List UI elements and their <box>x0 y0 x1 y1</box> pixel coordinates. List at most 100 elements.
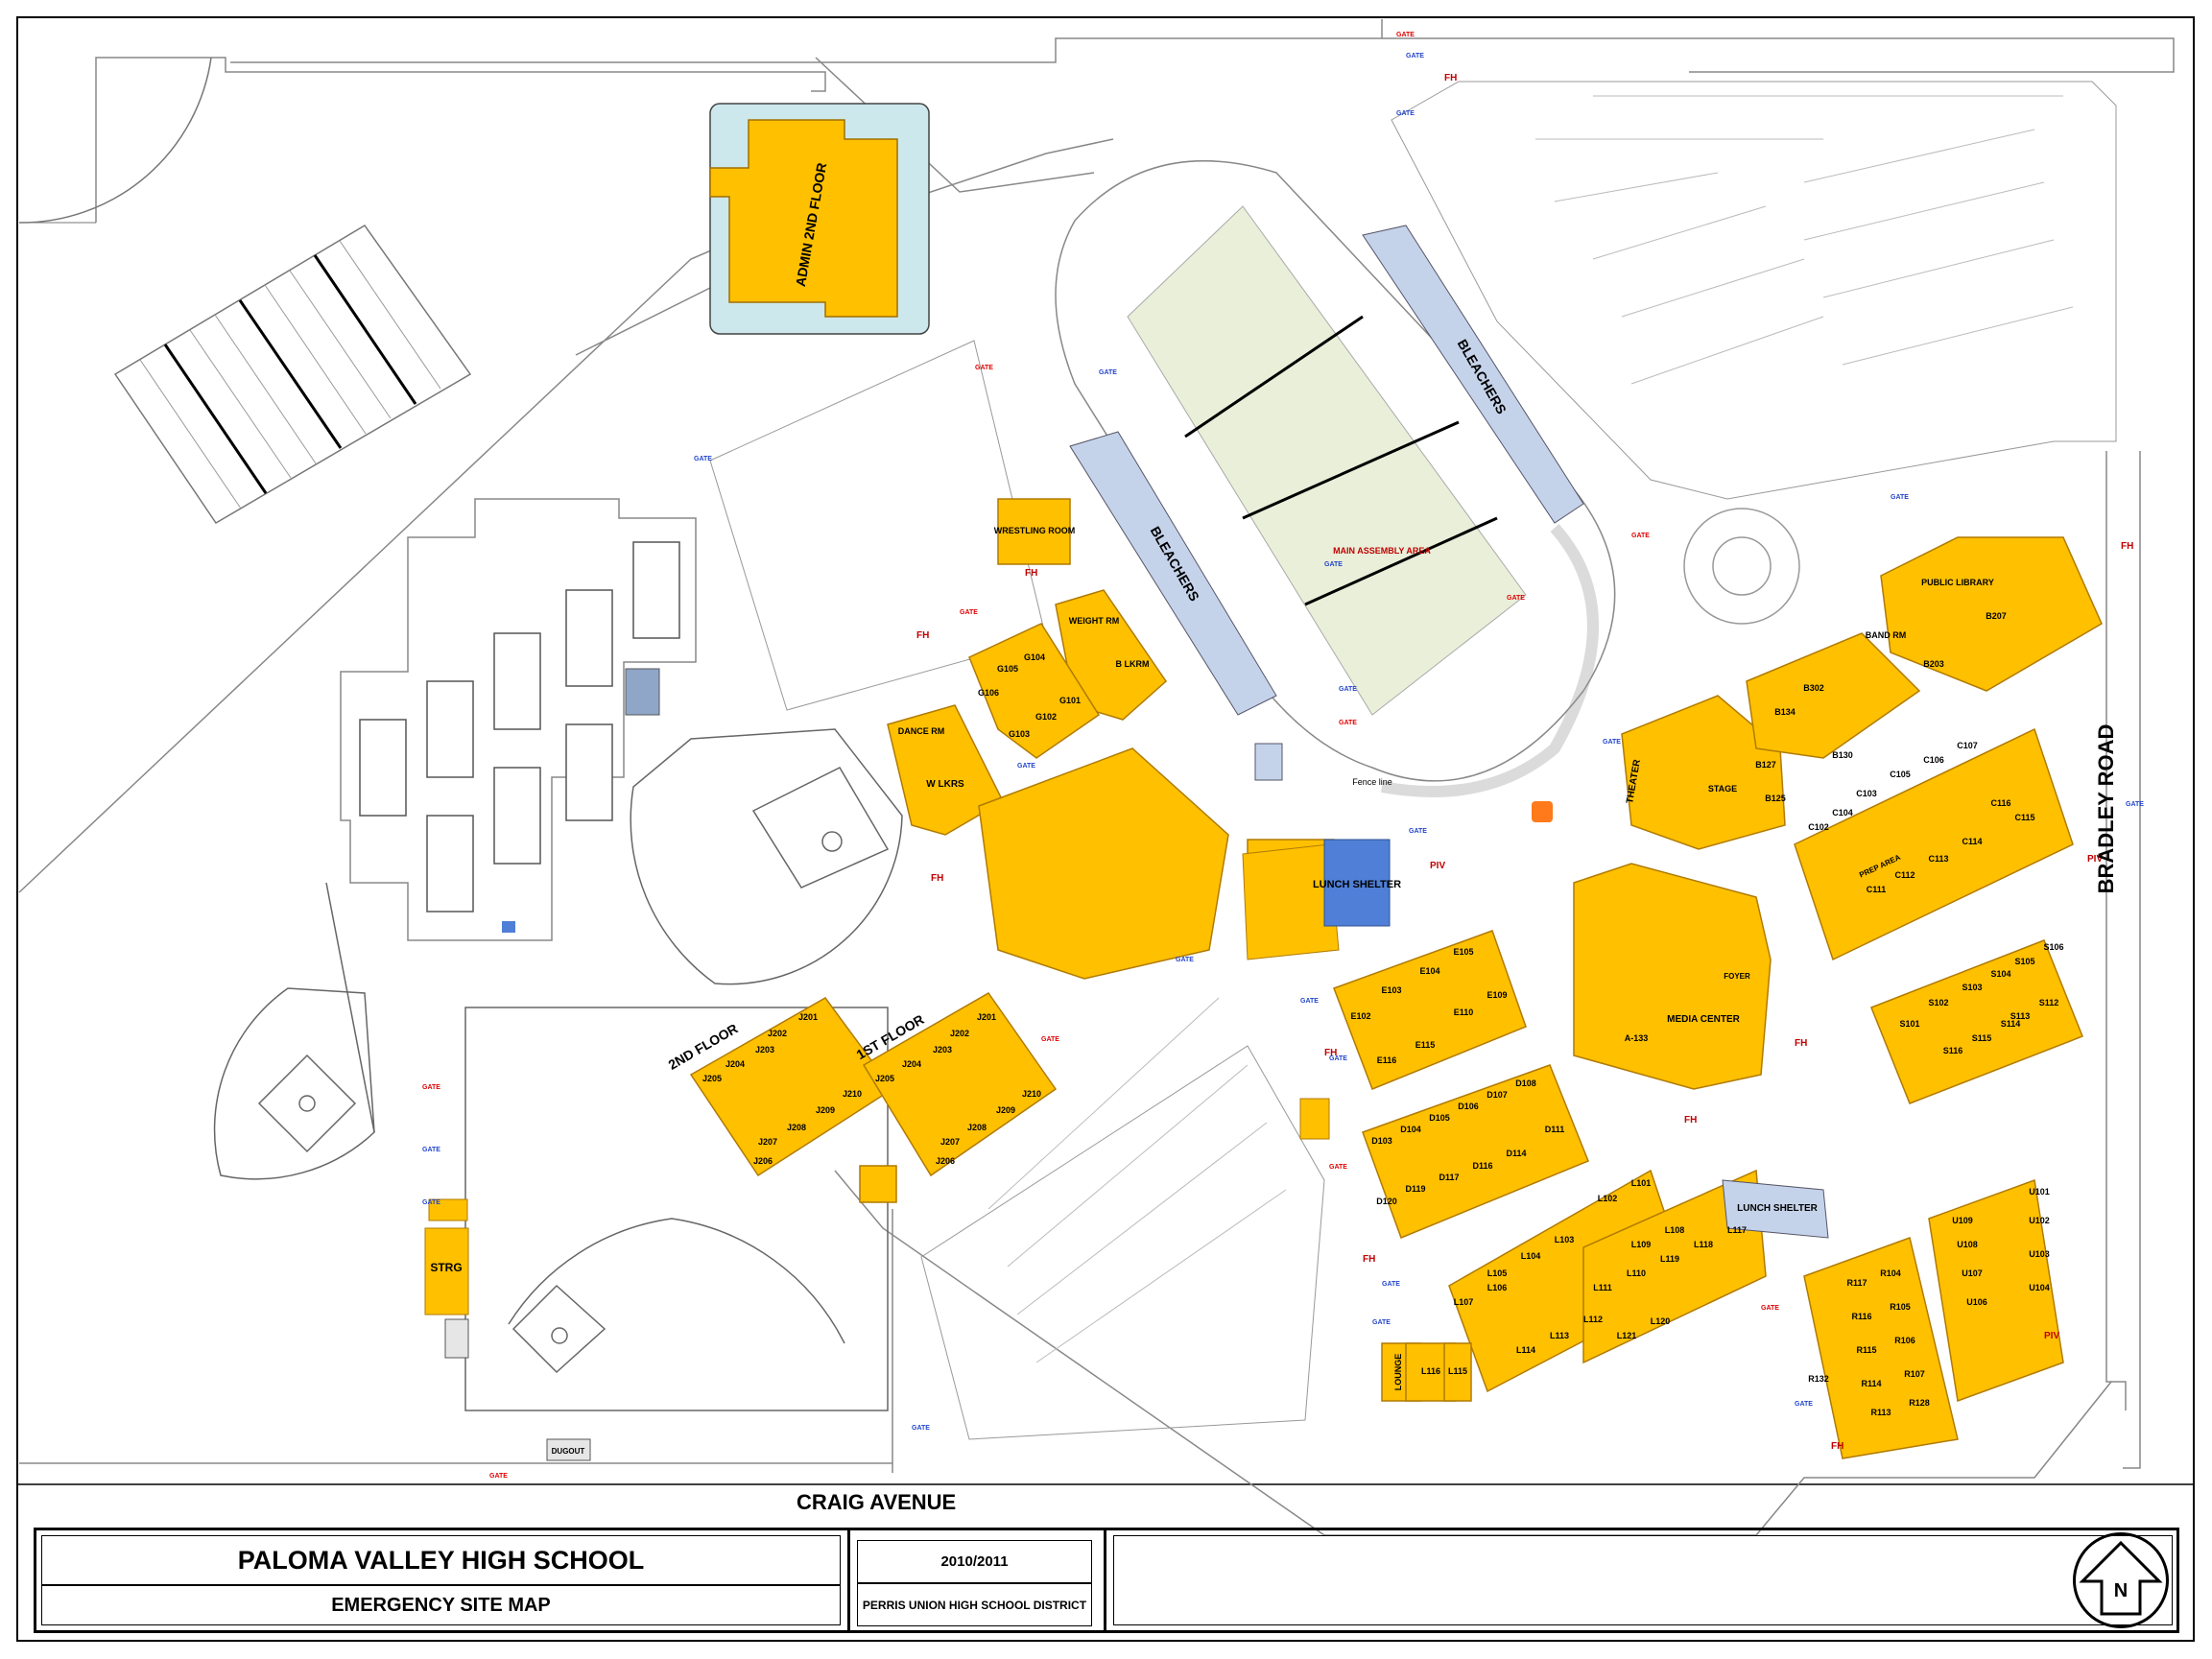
room-label-d120: D120 <box>1376 1197 1397 1206</box>
room-label-c104: C104 <box>1832 808 1853 818</box>
room-label-l102: L102 <box>1598 1194 1618 1203</box>
room-label-d119: D119 <box>1405 1184 1425 1194</box>
fire-hydrant-marker: FH <box>1324 1048 1337 1058</box>
practice-field <box>113 225 472 525</box>
gate-marker: GATE <box>1339 686 1357 693</box>
room-label-r107: R107 <box>1904 1369 1925 1379</box>
gate-marker: GATE <box>1891 494 1909 501</box>
room-label-j202: J202 <box>768 1029 787 1038</box>
room-label-g101: G101 <box>1059 696 1081 705</box>
dance-label: DANCE RM <box>898 726 945 736</box>
foyer-label: FOYER <box>1724 972 1750 981</box>
room-label-c107: C107 <box>1957 741 1978 750</box>
room-label-d104: D104 <box>1400 1125 1421 1134</box>
room-label-e103: E103 <box>1381 985 1401 995</box>
room-label-u107: U107 <box>1962 1268 1983 1278</box>
room-label-d103: D103 <box>1371 1136 1392 1146</box>
room-label-l110: L110 <box>1627 1268 1646 1278</box>
lunch-shelter-2 <box>1722 1179 1829 1239</box>
room-label-l118: L118 <box>1694 1240 1713 1249</box>
gate-marker: GATE <box>1329 1164 1347 1171</box>
room-label-l119: L119 <box>1660 1254 1679 1264</box>
fence-line-label: Fence line <box>1352 777 1392 787</box>
room-label-s112: S112 <box>2039 998 2059 1007</box>
gate-marker: GATE <box>422 1147 440 1153</box>
room-label-r128: R128 <box>1909 1398 1930 1408</box>
gate-marker: GATE <box>1041 1036 1059 1043</box>
room-label-b127: B127 <box>1755 760 1776 770</box>
track-and-field <box>1055 159 1616 797</box>
room-label-l112: L112 <box>1583 1315 1603 1324</box>
gate-marker: GATE <box>1339 720 1357 726</box>
school-name: PALOMA VALLEY HIGH SCHOOL <box>41 1535 841 1585</box>
room-label-g102: G102 <box>1035 712 1057 722</box>
map-border <box>16 16 2195 1642</box>
w-lkrs-label: W LKRS <box>926 779 964 790</box>
room-label-g106: G106 <box>978 688 999 698</box>
room-label-j204: J204 <box>725 1059 745 1069</box>
lounge-label: LOUNGE <box>1393 1354 1403 1391</box>
room-label-j204: J204 <box>902 1059 921 1069</box>
notes-box <box>1113 1535 2173 1625</box>
a133-label: A-133 <box>1625 1033 1649 1043</box>
room-label-j201: J201 <box>977 1012 996 1022</box>
craig-avenue-label: CRAIG AVENUE <box>797 1490 957 1514</box>
room-label-d108: D108 <box>1515 1078 1536 1088</box>
room-label-d107: D107 <box>1487 1090 1508 1100</box>
dugout-label: DUGOUT <box>552 1447 585 1456</box>
room-label-j209: J209 <box>996 1105 1015 1115</box>
room-label-c115: C115 <box>2014 813 2034 822</box>
title-divider-2 <box>1104 1528 1106 1633</box>
room-label-c102: C102 <box>1808 822 1829 832</box>
room-label-l113: L113 <box>1550 1331 1569 1340</box>
fire-hydrant-marker: FH <box>1831 1441 1843 1452</box>
room-label-j202: J202 <box>950 1029 969 1038</box>
gate-marker: GATE <box>422 1084 440 1091</box>
room-label-c106: C106 <box>1923 755 1944 765</box>
gate-marker: GATE <box>1396 32 1415 38</box>
softball-field-left <box>213 882 375 1180</box>
room-label-l105: L105 <box>1487 1268 1508 1278</box>
room-label-u103: U103 <box>2029 1249 2050 1259</box>
room-label-b207: B207 <box>1986 611 2007 621</box>
gate-marker: GATE <box>1176 957 1194 963</box>
room-label-u101: U101 <box>2029 1187 2050 1197</box>
admin-building <box>709 103 930 335</box>
fire-hydrant-marker: FH <box>1363 1254 1375 1265</box>
band-label: BAND RM <box>1866 630 1907 640</box>
bradley-road-label: BRADLEY ROAD <box>2094 723 2118 894</box>
gate-marker: GATE <box>960 609 978 616</box>
gate-marker: GATE <box>694 456 712 462</box>
room-label-e105: E105 <box>1453 947 1473 957</box>
gate-marker: GATE <box>1382 1281 1400 1288</box>
fire-hydrant-marker: FH <box>931 873 943 884</box>
ics-marker <box>1532 801 1553 822</box>
gate-marker: GATE <box>1603 739 1621 746</box>
room-label-b125: B125 <box>1765 794 1786 803</box>
room-label-l107: L107 <box>1454 1297 1474 1307</box>
gate-marker: GATE <box>1324 561 1343 568</box>
gate-marker: GATE <box>1409 828 1427 835</box>
room-label-j203: J203 <box>933 1045 952 1055</box>
room-label-b203: B203 <box>1923 659 1944 669</box>
room-label-j208: J208 <box>967 1123 987 1132</box>
room-label-j207: J207 <box>758 1137 777 1147</box>
room-label-j208: J208 <box>787 1123 806 1132</box>
title-block <box>34 1528 2179 1633</box>
room-label-u102: U102 <box>2029 1216 2050 1225</box>
room-label-r106: R106 <box>1894 1336 1915 1345</box>
room-label-d105: D105 <box>1429 1113 1450 1123</box>
room-label-l115: L115 <box>1448 1366 1467 1376</box>
gate-marker: GATE <box>1795 1401 1813 1408</box>
room-label-l108: L108 <box>1665 1225 1685 1235</box>
room-label-l121: L121 <box>1617 1331 1637 1340</box>
room-label-c112: C112 <box>1894 870 1915 880</box>
fire-hydrant-marker: FH <box>1025 568 1037 579</box>
baseball-field <box>630 728 903 985</box>
gate-marker: GATE <box>1507 595 1525 602</box>
room-label-c114: C114 <box>1962 837 1982 846</box>
room-label-l106: L106 <box>1487 1283 1508 1292</box>
field-support-buildings <box>424 1198 591 1461</box>
gate-marker: GATE <box>1396 110 1415 117</box>
room-label-g104: G104 <box>1024 652 1045 662</box>
